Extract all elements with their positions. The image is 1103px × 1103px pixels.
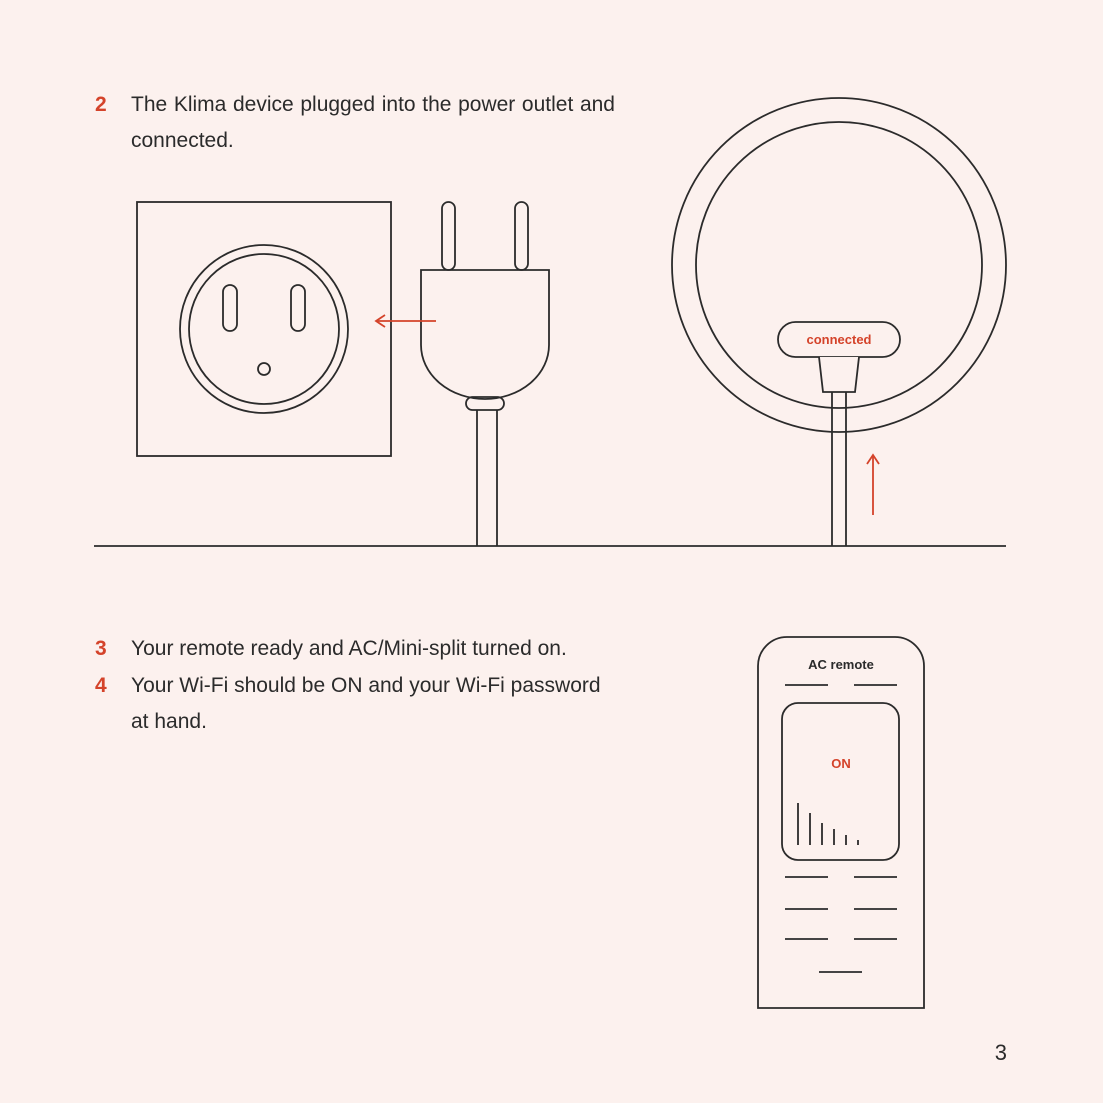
step-text: Your Wi-Fi should be ON and your Wi-Fi p… bbox=[131, 674, 601, 733]
step-2: 2 The Klima device plugged into the powe… bbox=[95, 87, 615, 159]
step-4: 4 Your Wi-Fi should be ON and your Wi-Fi… bbox=[95, 668, 635, 740]
step-number: 4 bbox=[95, 674, 107, 697]
step-text: Your remote ready and AC/Mini-split turn… bbox=[131, 637, 567, 660]
remote-title: AC remote bbox=[808, 657, 874, 672]
step-3: 3 Your remote ready and AC/Mini-split tu… bbox=[95, 631, 635, 667]
ac-remote-icon: AC remote ON bbox=[757, 636, 925, 1009]
step-text: The Klima device plugged into the power … bbox=[131, 93, 615, 152]
page-number: 3 bbox=[994, 1040, 1007, 1065]
remote-display-on: ON bbox=[831, 756, 851, 771]
device-status-label: connected bbox=[806, 332, 871, 347]
power-plug-icon bbox=[420, 201, 550, 546]
power-outlet-icon bbox=[136, 201, 392, 457]
arrow-left-icon bbox=[374, 314, 436, 328]
step-number: 2 bbox=[95, 93, 107, 116]
step-number: 3 bbox=[95, 637, 107, 660]
arrow-up-icon bbox=[866, 453, 880, 515]
klima-device-icon bbox=[671, 97, 1007, 546]
